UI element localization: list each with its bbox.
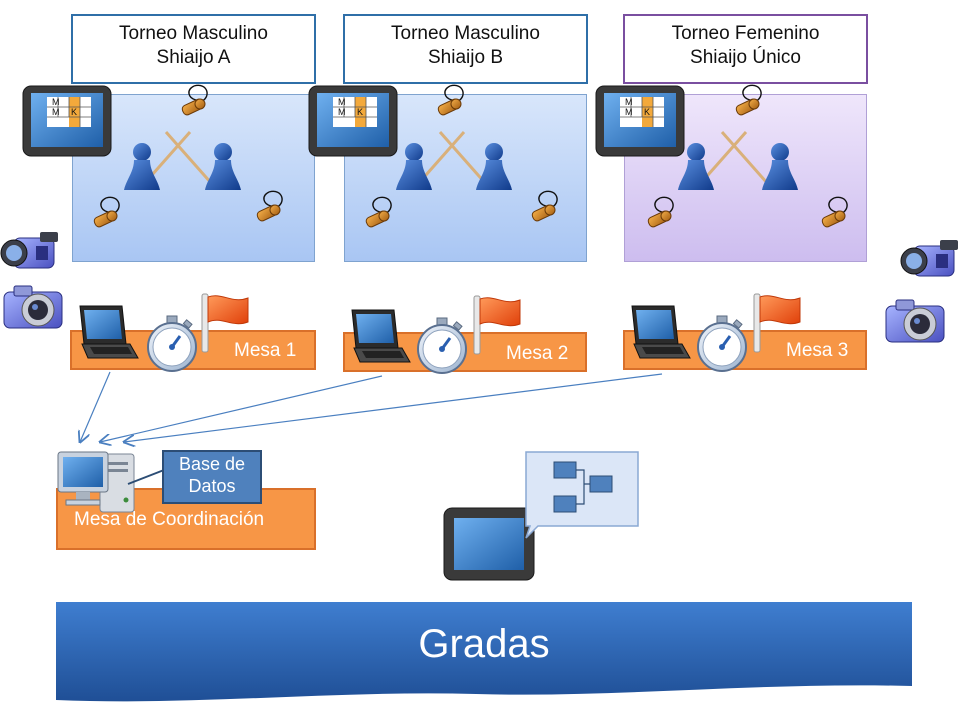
coordination-label: Mesa de Coordinación xyxy=(74,509,265,530)
title-box-shiaijo-unico: Torneo Femenino Shiaijo Único xyxy=(623,14,868,84)
arrow-mesa-1-to-coordination xyxy=(80,371,111,442)
display-monitor-icon xyxy=(443,507,535,581)
flowchart-icon xyxy=(553,461,613,513)
mesa-2-label: Mesa 2 xyxy=(506,343,569,364)
title-line-1: Torneo Masculino xyxy=(391,23,540,44)
scoreboard-letter: M xyxy=(338,97,346,107)
database-label-line-1: Base de xyxy=(178,454,246,474)
mesa-3-label: Mesa 3 xyxy=(786,340,849,361)
scoreboard-letter: M xyxy=(52,97,60,107)
title-line-2: Shiaijo A xyxy=(156,47,231,68)
title-line-1: Torneo Femenino xyxy=(671,23,820,44)
database-box: Base de Datos xyxy=(162,450,262,504)
title-line-1: Torneo Masculino xyxy=(119,23,268,44)
scoreboard-letter: M xyxy=(52,107,60,117)
scoreboard-letter: K xyxy=(357,107,363,117)
title-line-2: Shiaijo B xyxy=(428,47,503,68)
stands-banner xyxy=(56,602,912,702)
scoreboard-letter: K xyxy=(644,107,650,117)
scoreboard-monitor-icon: M M K xyxy=(595,85,685,157)
scoreboard-monitor-icon: M M K xyxy=(22,85,112,157)
database-label-line-2: Datos xyxy=(188,476,236,496)
stands-label: Gradas xyxy=(418,622,550,666)
arrow-mesa-3-to-coordination xyxy=(124,373,663,442)
scoreboard-monitor-icon: M M K xyxy=(308,85,398,157)
court-shiaijo-a xyxy=(72,94,315,262)
scoreboard-letter: M xyxy=(625,97,633,107)
flowchart-callout xyxy=(525,451,639,539)
title-line-2: Shiaijo Único xyxy=(690,47,801,68)
title-box-shiaijo-a: Torneo Masculino Shiaijo A xyxy=(71,14,316,84)
arrow-mesa-2-to-coordination xyxy=(100,375,383,442)
mesa-1-label: Mesa 1 xyxy=(234,340,297,361)
scoreboard-letter: M xyxy=(625,107,633,117)
scoreboard-letter: K xyxy=(71,107,77,117)
desktop-computer-icon xyxy=(57,451,135,513)
title-box-shiaijo-b: Torneo Masculino Shiaijo B xyxy=(343,14,588,84)
scoreboard-letter: M xyxy=(338,107,346,117)
